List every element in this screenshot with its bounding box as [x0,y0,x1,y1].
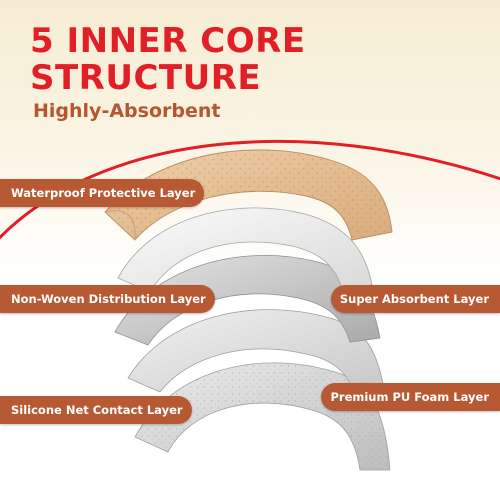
subheadline: Highly-Absorbent [33,100,221,122]
waterproof-layer-shape [104,149,393,241]
label-waterproof-layer: Waterproof Protective Layer [0,179,205,207]
headline-line-1: 5 INNER CORE [30,21,306,61]
distribution-layer-shape [114,255,381,346]
non-woven-layer-shape [117,207,373,293]
headline-line-2: STRUCTURE [30,58,262,98]
label-silicone-contact-layer: Silicone Net Contact Layer [0,396,192,424]
label-super-absorbent-layer: Super Absorbent Layer [330,285,500,313]
label-non-woven-layer: Non-Woven Distribution Layer [0,285,215,313]
label-pu-foam-layer: Premium PU Foam Layer [321,383,500,411]
